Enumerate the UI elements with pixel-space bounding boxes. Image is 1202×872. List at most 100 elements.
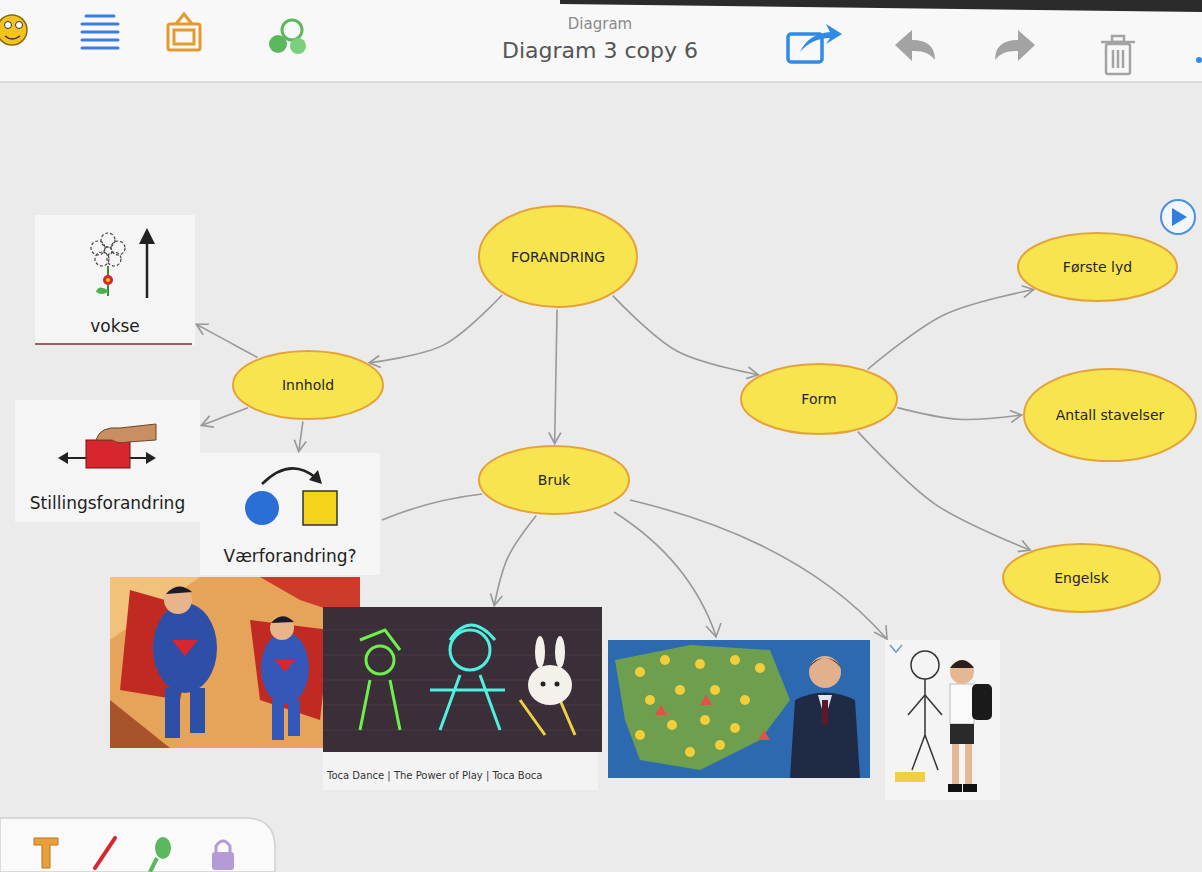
diary-kid-picture bbox=[924, 679, 926, 735]
frame-icon bbox=[168, 24, 200, 50]
toca-picture bbox=[323, 730, 602, 731]
diary-kid-picture bbox=[950, 660, 974, 684]
diary-kid-picture bbox=[950, 684, 974, 724]
connector-arrow bbox=[201, 408, 248, 426]
node-text: Engelsk bbox=[1054, 570, 1109, 586]
superman-picture bbox=[164, 586, 192, 614]
image-card: Toca Dance | The Power of Play | Toca Bo… bbox=[323, 607, 602, 790]
symbol-card: Værforandring? bbox=[200, 453, 380, 575]
symbol-card: Stillingsforandring bbox=[15, 400, 200, 522]
superman-picture bbox=[110, 577, 360, 748]
connector-arrow bbox=[196, 324, 257, 357]
weather-picture bbox=[740, 695, 750, 705]
topic-ellipse: Bruk bbox=[478, 445, 630, 515]
header-bar bbox=[0, 81, 1202, 83]
diagram-title: Diagram 3 copy 6 bbox=[502, 38, 698, 63]
toca-picture bbox=[555, 636, 565, 668]
trash-icon bbox=[1112, 50, 1115, 68]
bottom-toolbar bbox=[212, 852, 234, 870]
redo-icon bbox=[995, 30, 1035, 61]
list-icon bbox=[82, 47, 118, 50]
move-symbol bbox=[58, 452, 68, 464]
topic-ellipse: FORANDRING bbox=[478, 205, 638, 308]
superman-picture bbox=[270, 616, 294, 640]
weather-picture bbox=[700, 695, 712, 705]
group-icon bbox=[290, 38, 306, 54]
diary-kid-picture bbox=[912, 735, 925, 770]
toca-picture bbox=[520, 700, 575, 735]
diary-kid-picture bbox=[963, 784, 977, 792]
frame-icon bbox=[176, 14, 192, 24]
bottom-toolbar bbox=[216, 841, 230, 852]
play-button bbox=[1172, 208, 1187, 226]
ellipse-outline bbox=[479, 446, 629, 514]
app-icons bbox=[0, 15, 27, 45]
grow-symbol bbox=[101, 233, 115, 247]
list-icon bbox=[86, 15, 114, 18]
toca-picture bbox=[450, 630, 490, 670]
header-bar bbox=[0, 0, 1202, 82]
ellipse-outline bbox=[1018, 233, 1177, 301]
grow-symbol bbox=[103, 275, 113, 285]
toca-picture bbox=[541, 682, 546, 687]
bottom-toolbar bbox=[150, 858, 157, 872]
bottom-toolbar bbox=[0, 818, 275, 872]
bottom-toolbar bbox=[34, 838, 58, 868]
diary-kid-picture bbox=[911, 651, 939, 679]
node-text: Innhold bbox=[282, 377, 334, 393]
bottom-toolbar bbox=[0, 818, 275, 872]
connector-arrow bbox=[858, 432, 1030, 550]
weather-picture bbox=[695, 659, 705, 669]
card-background bbox=[35, 215, 195, 345]
change-symbol bbox=[303, 491, 337, 525]
change-symbol bbox=[245, 468, 337, 525]
picture-links bbox=[382, 494, 482, 520]
app-icons bbox=[5, 36, 20, 39]
ellipse-outline bbox=[741, 364, 897, 434]
superman-picture bbox=[272, 700, 284, 740]
toca-picture bbox=[323, 752, 598, 790]
toca-picture bbox=[360, 680, 400, 730]
weather-picture bbox=[608, 640, 870, 778]
list-icon bbox=[82, 31, 118, 34]
connector-arrow bbox=[613, 296, 758, 375]
connector-arrow bbox=[897, 408, 1021, 420]
group-icon bbox=[269, 20, 306, 54]
weather-picture bbox=[809, 656, 841, 688]
change-symbol bbox=[309, 470, 322, 484]
header-bar bbox=[560, 0, 1202, 12]
weather-picture bbox=[822, 700, 828, 725]
weather-picture bbox=[608, 640, 870, 778]
superman-picture bbox=[271, 616, 294, 623]
diary-kid-picture bbox=[908, 695, 925, 715]
weather-picture bbox=[645, 695, 655, 705]
superman-picture bbox=[110, 577, 360, 748]
grow-symbol bbox=[96, 287, 108, 294]
diary-kid-picture bbox=[925, 695, 942, 715]
superman-picture bbox=[172, 640, 198, 656]
weather-picture bbox=[635, 730, 645, 740]
ellipse-outline bbox=[1003, 544, 1160, 612]
topic-ellipse: Første lyd bbox=[1017, 232, 1178, 302]
superman-picture bbox=[153, 603, 217, 693]
diary-kid-picture bbox=[972, 684, 992, 720]
weather-picture bbox=[758, 730, 770, 740]
diary-kid-picture bbox=[952, 744, 959, 784]
topic-ellipse: Form bbox=[740, 363, 898, 435]
superman-picture bbox=[288, 700, 300, 736]
weather-picture bbox=[710, 685, 720, 695]
superman-picture bbox=[190, 688, 205, 733]
weather-picture bbox=[655, 695, 770, 740]
weather-picture bbox=[790, 693, 860, 779]
diary-kid-picture bbox=[965, 744, 972, 784]
toca-picture bbox=[528, 665, 572, 705]
toca-picture bbox=[535, 636, 545, 668]
redo-icon bbox=[995, 30, 1035, 61]
ellipse-outline bbox=[1024, 369, 1196, 461]
grow-symbol bbox=[35, 343, 192, 345]
list-icon bbox=[82, 39, 118, 42]
frame-icon bbox=[168, 14, 200, 50]
